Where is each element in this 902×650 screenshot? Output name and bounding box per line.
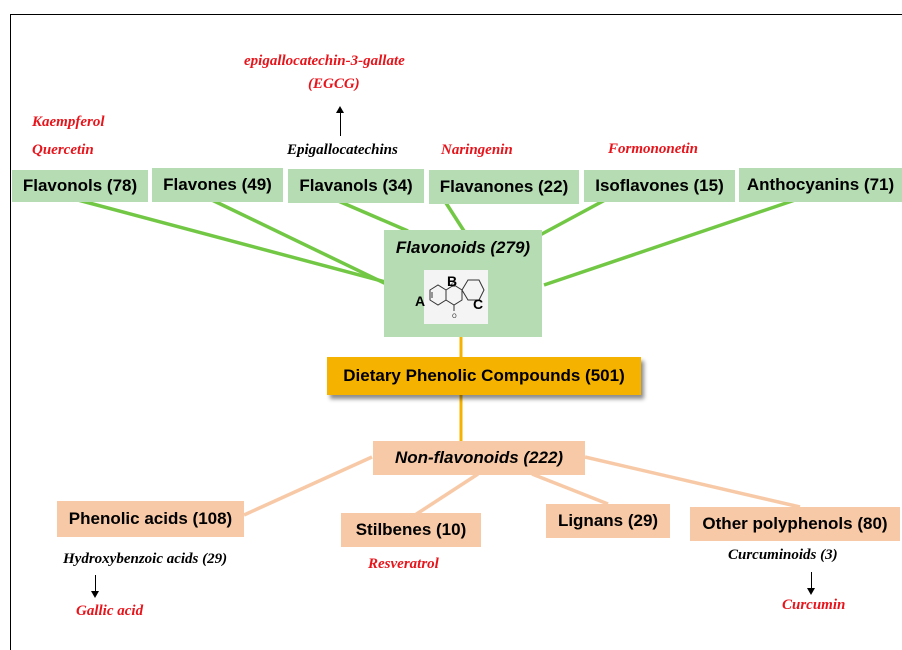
svg-text:O: O [451, 282, 456, 289]
arrow-down-icon [91, 575, 99, 598]
arrow-up-icon [336, 106, 344, 136]
flavanols-label: Flavanols (34) [299, 176, 413, 195]
other-polyphenols-box: Other polyphenols (80) [690, 507, 900, 541]
root-label: Dietary Phenolic Compounds (501) [343, 366, 625, 385]
flavanones-box: Flavanones (22) [429, 170, 579, 204]
line-flavanols [335, 198, 409, 233]
quercetin-label: Quercetin [32, 142, 94, 158]
isoflavones-label: Isoflavones (15) [595, 176, 724, 195]
other-polyphenols-label: Other polyphenols (80) [702, 514, 888, 533]
lignans-label: Lignans (29) [557, 511, 659, 530]
line-isoflavones [539, 198, 606, 237]
flavone-structure-image: O O [424, 270, 488, 324]
frame-top-border [10, 14, 902, 15]
naringenin-label: Naringenin [441, 142, 513, 158]
flavone-structure-icon: O O [429, 279, 485, 320]
flavones-box: Flavones (49) [152, 168, 283, 202]
dietary-phenolic-compounds-box: Dietary Phenolic Compounds (501) [327, 357, 641, 395]
nonflavonoids-label: Non-flavonoids (222) [394, 448, 564, 467]
line-flavanones [444, 202, 466, 232]
anthocyanins-box: Anthocyanins (71) [739, 168, 902, 202]
flavonols-box: Flavonols (78) [12, 170, 148, 202]
ring-c-label: C [473, 296, 484, 312]
egcg-label-line1: epigallocatechin-3-gallate [244, 53, 405, 69]
epigallocatechins-label: Epigallocatechins [287, 142, 398, 158]
flavanols-box: Flavanols (34) [288, 169, 424, 203]
flavanones-label: Flavanones (22) [439, 177, 569, 196]
flavones-label: Flavones (49) [163, 175, 272, 194]
curcuminoids-label: Curcuminoids (3) [728, 547, 838, 563]
phenolic-acids-label: Phenolic acids (108) [68, 509, 233, 528]
ring-a-label: A [415, 293, 426, 309]
stilbenes-box: Stilbenes (10) [341, 513, 481, 547]
svg-text:O: O [452, 313, 457, 320]
curcumin-label: Curcumin [782, 597, 846, 613]
nonflavonoids-box: Non-flavonoids (222) [373, 441, 585, 475]
line-other [584, 455, 801, 509]
flavonoids-label: Flavonoids (279) [395, 238, 531, 257]
anthocyanins-label: Anthocyanins (71) [746, 175, 895, 194]
line-lignans [531, 472, 609, 506]
kaempferol-label: Kaempferol [32, 114, 105, 130]
ring-b-label: B [447, 273, 458, 289]
phenolic-acids-box: Phenolic acids (108) [57, 501, 244, 537]
line-anthocyanins [543, 198, 796, 287]
isoflavones-box: Isoflavones (15) [584, 170, 735, 202]
egcg-label-line2: (EGCG) [308, 76, 360, 92]
line-stilbenes [414, 472, 479, 517]
lignans-box: Lignans (29) [546, 504, 670, 538]
hydroxybenzoic-acids-label: Hydroxybenzoic acids (29) [63, 551, 228, 567]
gallic-acid-label: Gallic acid [76, 603, 144, 619]
line-flavonols [77, 198, 409, 290]
resveratrol-label: Resveratrol [368, 556, 439, 572]
flavonols-label: Flavonols (78) [22, 176, 138, 195]
frame-left-border [10, 14, 11, 650]
formononetin-label: Formononetin [608, 141, 699, 157]
stilbenes-label: Stilbenes (10) [355, 520, 467, 539]
line-flavones [211, 198, 406, 295]
arrow-down-icon-2 [807, 572, 815, 595]
line-phenolic-acids [243, 455, 373, 517]
